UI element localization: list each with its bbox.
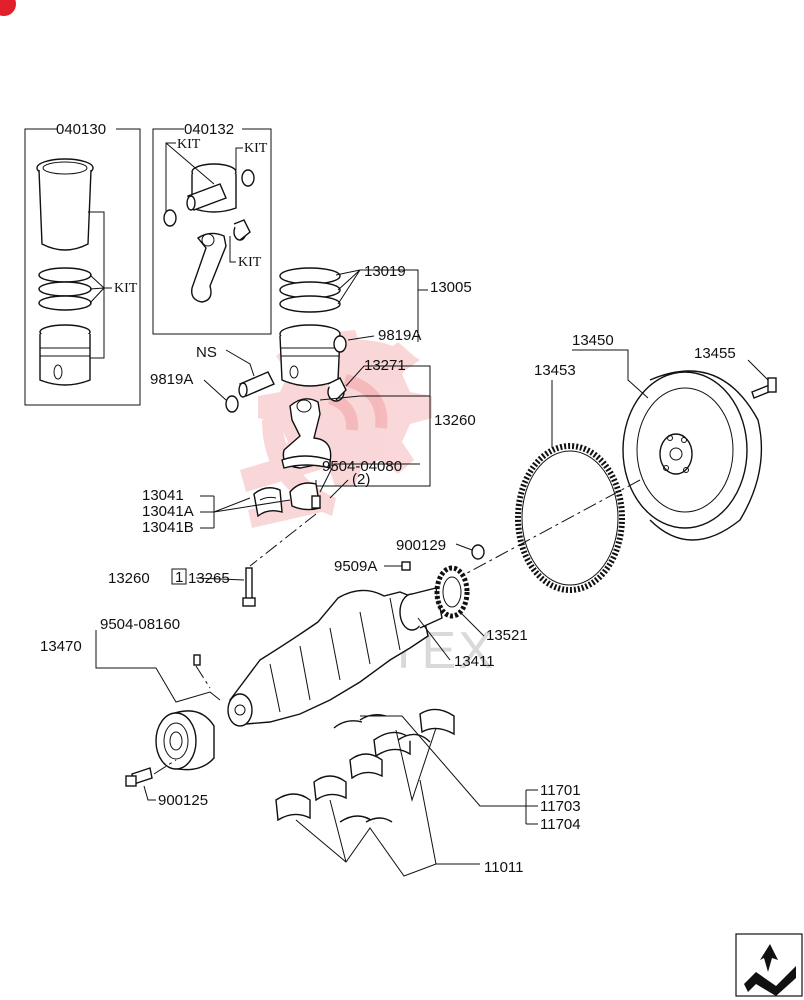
key-and-dowel: 9509A 900129 — [334, 537, 485, 575]
label-13411: 13411 — [454, 653, 495, 670]
label-11704: 11704 — [540, 816, 581, 833]
nav-arrow-box[interactable] — [735, 933, 803, 997]
ring-gear: 13453 — [515, 362, 625, 593]
damper-pulley: 9504-08160 13470 900125 — [40, 616, 221, 809]
label-13041A: 13041A — [142, 503, 194, 520]
label-13521: 13521 — [486, 627, 528, 644]
rod-bearings: 13041 13041A 13041B — [142, 487, 291, 536]
piston-rod-kit-box: 040132 KIT KIT KIT — [152, 121, 272, 335]
crankshaft: 13411 — [227, 587, 495, 727]
label-040130: 040130 — [56, 121, 106, 138]
label-13041: 13041 — [142, 487, 184, 504]
label-9819A-left: 9819A — [150, 371, 193, 388]
up-arrow-icon — [760, 944, 778, 972]
flywheel: 13450 13455 — [572, 332, 777, 541]
label-13453: 13453 — [534, 362, 576, 379]
cylinder-kit-box: 040130 KIT — [24, 121, 141, 406]
label-kit-040132-a: KIT — [177, 137, 201, 152]
label-13041B: 13041B — [142, 519, 194, 536]
label-900125: 900125 — [158, 792, 208, 809]
corner-badge — [0, 0, 16, 16]
label-9819A-right: 9819A — [378, 327, 421, 344]
label-kit-040132-c: KIT — [238, 255, 262, 270]
label-13455: 13455 — [694, 345, 736, 362]
label-13019: 13019 — [364, 263, 406, 280]
turn-arrow-icon — [744, 966, 796, 996]
crank-gear: 13521 — [434, 565, 528, 644]
label-13260-rod: 13260 — [434, 412, 476, 429]
label-9509A: 9509A — [334, 558, 377, 575]
rod-bolt: 13260 1 13265 — [108, 513, 317, 607]
label-13265: 13265 — [188, 570, 230, 587]
label-13260-bolt: 13260 — [108, 570, 150, 587]
main-bearings: 11701 11703 11704 11011 — [275, 708, 581, 877]
label-13265-marker: 1 — [175, 569, 183, 586]
connecting-rod: 13271 13260 9504-04080 (2) — [281, 357, 476, 511]
label-900129: 900129 — [396, 537, 446, 554]
label-13005: 13005 — [430, 279, 472, 296]
label-13271: 13271 — [364, 357, 406, 374]
label-9504-04080: 9504-04080 — [322, 458, 402, 475]
piston-assembly: 13019 13005 NS 9819A 9819A — [150, 263, 472, 413]
label-040132: 040132 — [184, 121, 234, 138]
label-qty-2: (2) — [352, 471, 370, 488]
label-13450: 13450 — [572, 332, 614, 349]
label-11703: 11703 — [540, 798, 581, 815]
label-9504-08160: 9504-08160 — [100, 616, 180, 633]
label-11701: 11701 — [540, 782, 581, 799]
label-13470: 13470 — [40, 638, 82, 655]
label-ns: NS — [196, 344, 217, 361]
label-kit-040130: KIT — [114, 281, 138, 296]
label-kit-040132-b: KIT — [244, 141, 268, 156]
label-11011: 11011 — [484, 859, 524, 876]
